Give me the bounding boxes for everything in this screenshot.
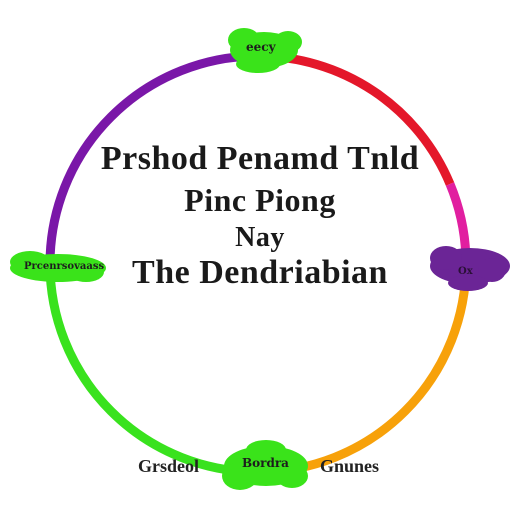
center-line-3: Nay xyxy=(235,222,285,253)
caption-bottom-left: Grsdeol xyxy=(138,456,199,476)
node-right xyxy=(430,246,510,291)
caption-bottom-right: Gnunes xyxy=(320,456,380,476)
node-bottom xyxy=(222,440,308,490)
node-left-label: Prcenrsovaass xyxy=(24,261,105,272)
node-left xyxy=(10,251,106,282)
node-top xyxy=(228,28,302,73)
ring-arc-orange xyxy=(257,263,471,477)
center-line-2: Pinc Piong xyxy=(184,182,336,218)
ring-arc-green xyxy=(45,263,259,477)
node-right-label: Ox xyxy=(458,266,473,277)
center-line-1: Prshod Penamd Tnld xyxy=(100,140,420,177)
node-top-label: eecy xyxy=(246,40,276,54)
node-bottom-label: Bordra xyxy=(242,456,289,470)
center-line-4: The Dendriabian xyxy=(132,254,388,291)
ring-arc-purple xyxy=(45,51,259,265)
